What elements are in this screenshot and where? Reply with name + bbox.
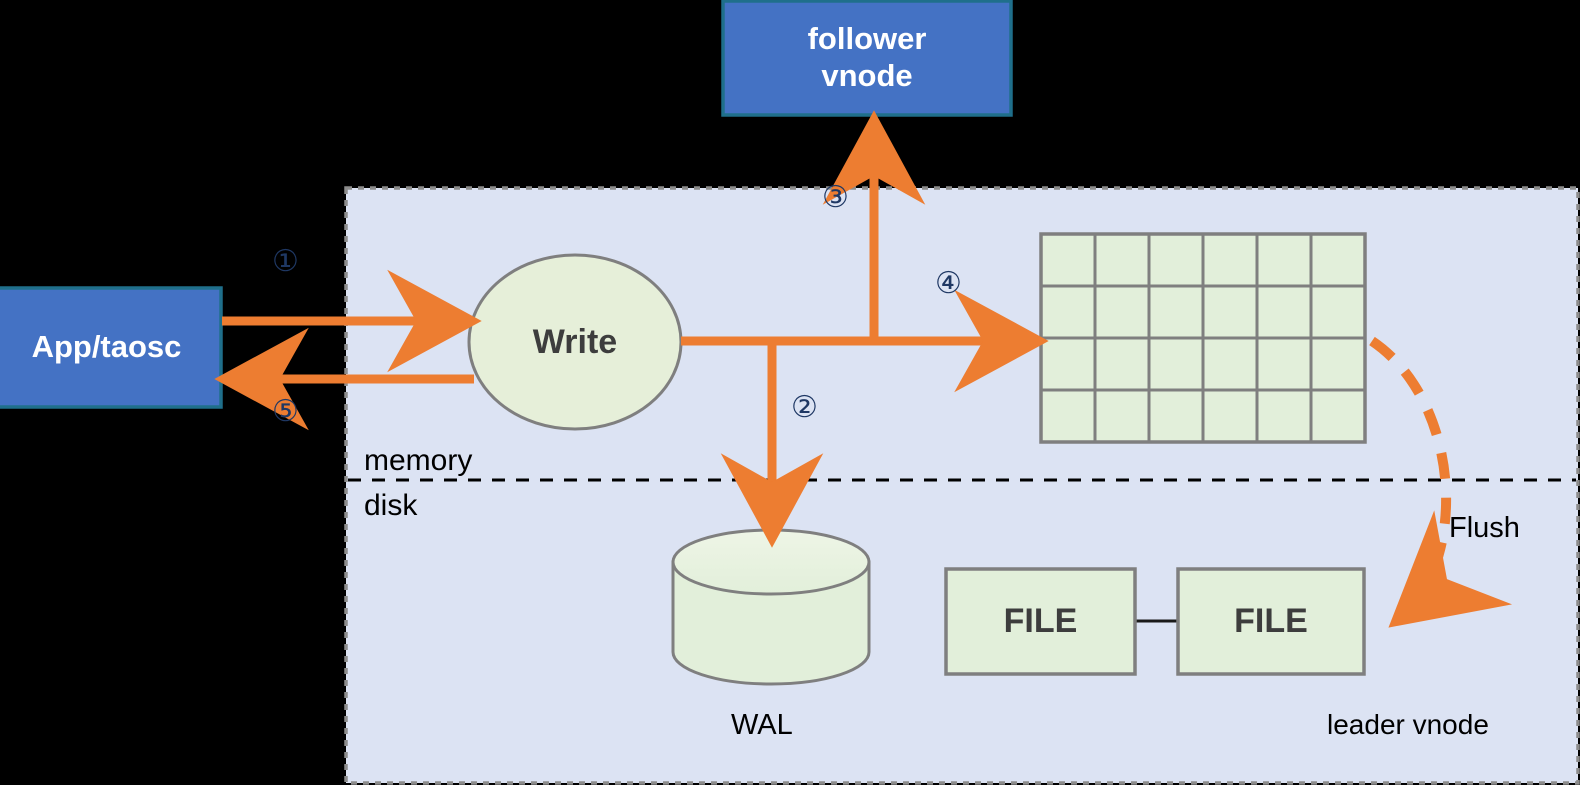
step-2-marker: ② [791,390,818,425]
wal-cylinder[interactable] [671,528,871,686]
step-4-marker: ④ [935,266,962,301]
arrow-flush-curve [1369,336,1513,628]
file-right-box[interactable] [1176,567,1366,676]
leader-vnode-label: leader vnode [1327,709,1489,740]
follower-vnode-box[interactable] [721,0,1013,117]
step-5-marker: ⑤ [272,394,299,429]
step-3-marker: ③ [822,180,849,215]
step-1-marker: ① [272,244,299,279]
write-ellipse[interactable] [467,253,683,431]
file-left-box[interactable] [944,567,1137,676]
flush-label: Flush [1449,512,1520,544]
memtable-grid[interactable] [1039,232,1367,444]
app-taosc-box[interactable] [0,286,223,409]
disk-label: disk [364,489,418,522]
wal-label: WAL [731,709,793,741]
memory-label: memory [364,444,473,477]
